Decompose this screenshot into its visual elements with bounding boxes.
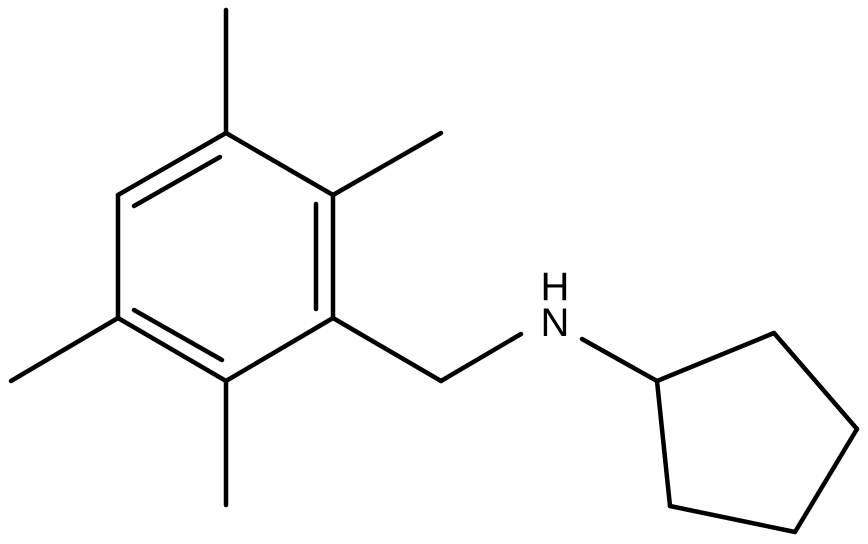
ring-bond-c3-c4 <box>115 315 229 384</box>
ring-bond-c3-c4-inner <box>131 307 225 363</box>
methyl-bond-upper-right <box>330 130 444 198</box>
bond-ring-to-ch2 <box>330 315 444 384</box>
cyclopentane-bond-5 <box>654 378 673 509</box>
bond-n-to-cyclopentyl <box>579 336 660 384</box>
bond-ch2-to-n <box>438 331 524 384</box>
cyclopentane-ring <box>654 330 860 535</box>
nitrogen-atom-label: N <box>541 301 570 345</box>
benzene-ring <box>115 130 336 384</box>
cyclopentane-bond-2 <box>771 330 860 432</box>
cyclopentane-bond-4 <box>667 503 798 535</box>
aminomethyl-linker <box>330 315 660 384</box>
methyl-bond-left <box>8 315 121 384</box>
ring-bond-c1-c2-inner <box>131 154 223 209</box>
ring-bond-c4-c5 <box>223 315 336 384</box>
ring-bond-c6-c1 <box>223 130 336 198</box>
methyl-groups <box>8 7 444 508</box>
cyclopentane-bond-3 <box>792 426 860 535</box>
amine-hydrogen-label: H <box>541 265 570 309</box>
ring-bond-c1-c2 <box>115 130 229 198</box>
cyclopentane-bond-1 <box>654 330 777 384</box>
